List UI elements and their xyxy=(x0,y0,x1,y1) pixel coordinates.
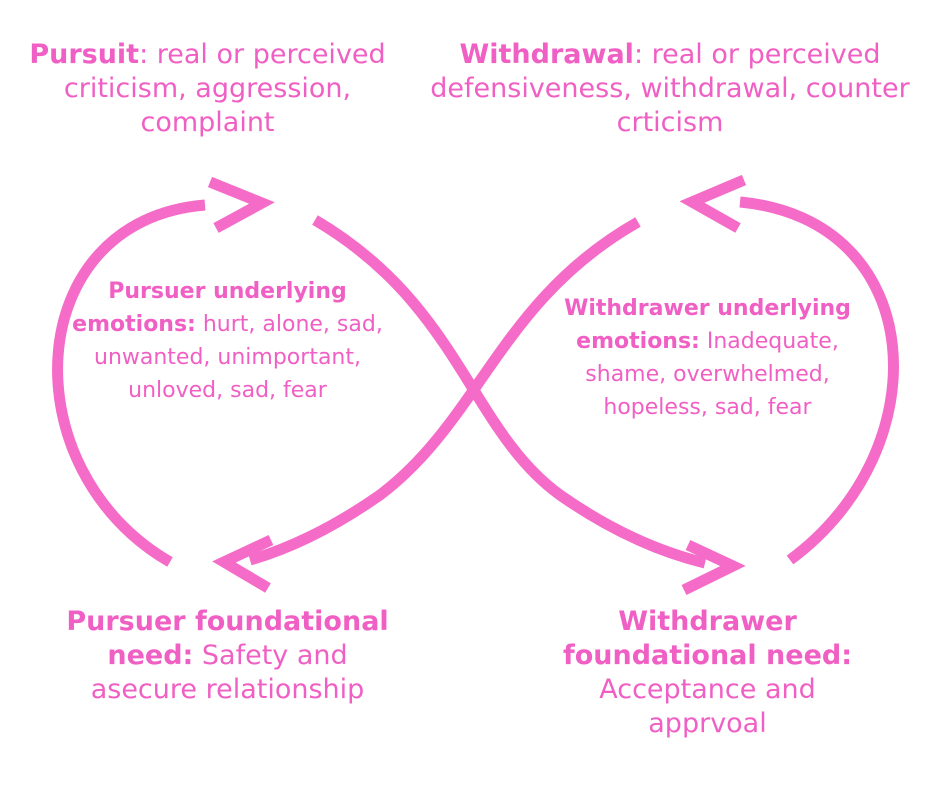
arrowhead-top-left xyxy=(207,176,275,233)
withdrawer-need-label: Withdrawer foundational need: Acceptance… xyxy=(562,606,853,739)
arrowhead-bottom-right xyxy=(681,540,746,595)
pursuit-label: Pursuit: real or perceived criticism, ag… xyxy=(29,39,386,138)
arrowhead-bottom-left xyxy=(212,535,274,593)
cross-arc-up xyxy=(248,217,641,566)
withdrawer-emotions-label: Withdrawer underlying emotions: Inadequa… xyxy=(564,296,851,420)
left-loop-arc xyxy=(52,199,206,567)
pursuer-emotions-label: Pursuer underlying emotions: hurt, alone… xyxy=(72,279,383,403)
pursuer-need-label: Pursuer foundational need: Safety and as… xyxy=(66,606,389,705)
right-loop-arc xyxy=(739,196,899,565)
cross-arc-down xyxy=(312,215,707,569)
withdrawal-label: Withdrawal: real or perceived defensiven… xyxy=(430,39,910,138)
arrowhead-top-right xyxy=(679,174,747,233)
